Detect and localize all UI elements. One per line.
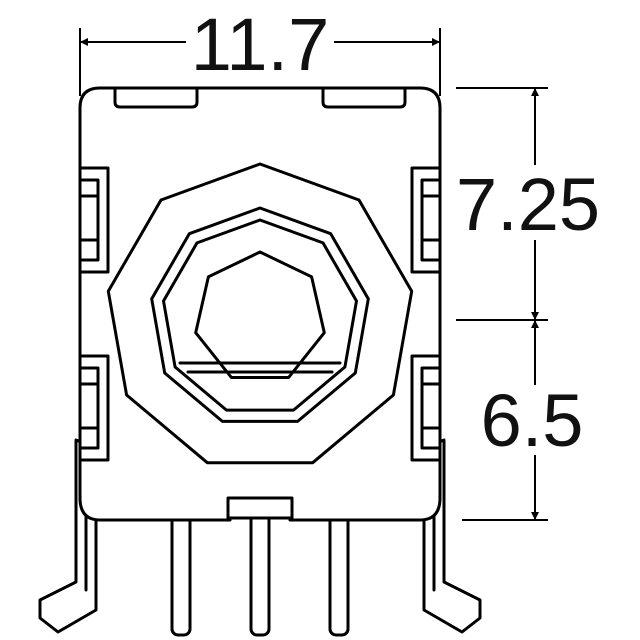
terminal-pin-center	[249, 503, 271, 637]
top-notch-left	[113, 86, 199, 109]
upper-height-label: 7.25	[456, 163, 600, 246]
shaft-assembly	[106, 162, 414, 465]
terminal-pin-left	[170, 503, 192, 637]
bushing-outer-outline	[150, 206, 370, 423]
width-dimension-label: 11.7	[191, 3, 330, 86]
bushing-inner-outline	[162, 218, 358, 412]
lower-height-label: 6.5	[481, 379, 584, 462]
side-clips-left	[78, 166, 110, 462]
width-dimension: 11.7	[79, 3, 441, 96]
encoder-body	[78, 86, 442, 522]
terminal-pin-right	[328, 503, 350, 637]
top-notch-right	[321, 86, 407, 109]
outer-nut-outline	[106, 162, 414, 465]
shaft-outline	[194, 250, 326, 379]
height-dimensions: 7.25 6.5	[456, 87, 600, 521]
terminal-pins	[170, 503, 350, 637]
bottom-center-tab	[226, 496, 294, 520]
side-clips-right	[410, 166, 442, 462]
